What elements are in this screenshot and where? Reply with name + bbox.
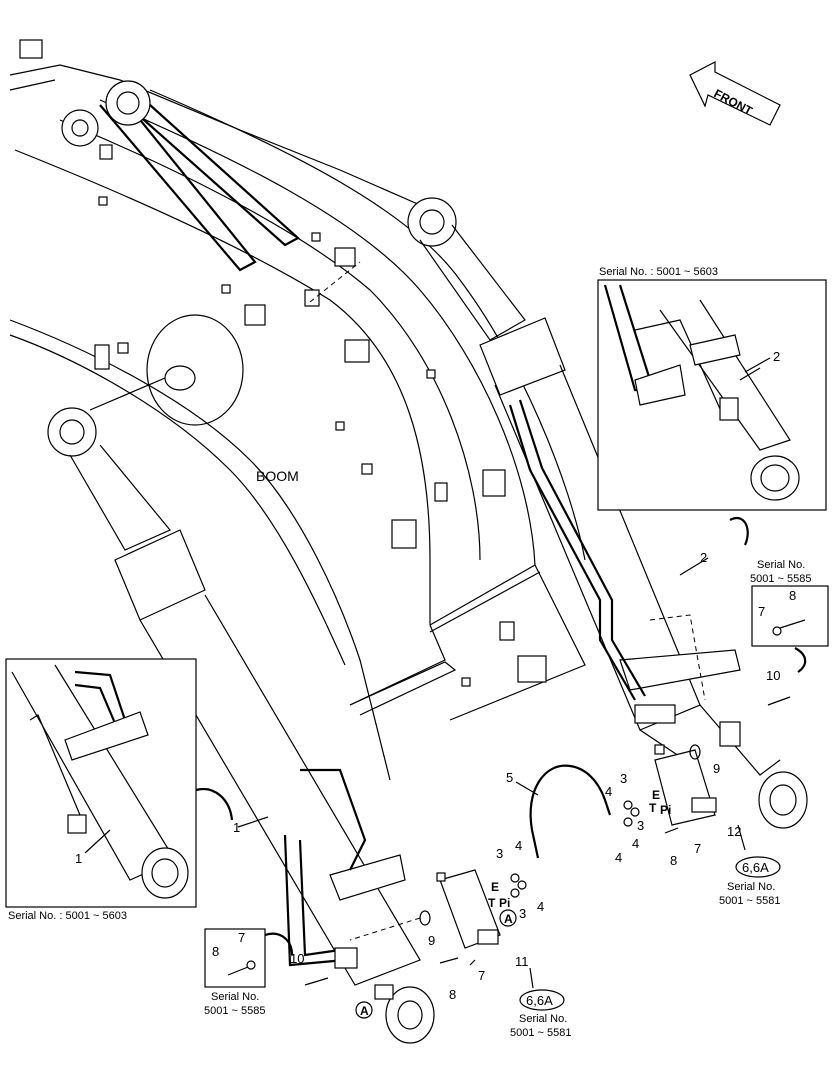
left-valve-assembly: [349, 869, 527, 966]
part-1-inset: 1: [75, 851, 82, 866]
port-e-left: E: [491, 880, 499, 894]
ref-6-6a-right: 6,6A: [742, 860, 769, 875]
bolt-10-left: [304, 977, 329, 986]
part-11: 11: [515, 954, 529, 969]
part-3-left-a: 3: [496, 846, 503, 861]
serial-no-left-bottom: Serial No.: [211, 991, 259, 1003]
serial-range-right-valve: 5001 ~ 5581: [719, 895, 780, 907]
serial-range-right-top: 5001 ~ 5585: [750, 573, 811, 585]
circle-a-cylinder: A: [360, 1004, 369, 1018]
inset-right-serial: Serial No. : 5001 ~ 5603: [599, 266, 718, 278]
serial-range-left-bottom: 5001 ~ 5585: [204, 1005, 265, 1017]
part-7-left-inset: 7: [238, 930, 245, 945]
part-12: 12: [727, 824, 741, 839]
part-2-inset: 2: [773, 349, 780, 364]
inset-left-serial: Serial No. : 5001 ~ 5603: [8, 910, 127, 922]
part-8-left: 8: [449, 987, 456, 1002]
inset-bolt-right: [751, 585, 829, 673]
part-9-left: 9: [428, 933, 435, 948]
part-10-right: 10: [766, 668, 780, 683]
front-arrow-icon: FRONT: [689, 61, 781, 126]
serial-no-right-valve: Serial No.: [727, 881, 775, 893]
hose-5: [529, 764, 612, 859]
circle-a-marker-valve: [499, 909, 517, 927]
part-3-right-top: 3: [620, 771, 627, 786]
part-8-right-inset: 8: [789, 588, 796, 603]
ref-arrow-right: [737, 824, 746, 851]
ref-6-6a-left-oval: [519, 989, 565, 1011]
inset-bolt-left: [204, 928, 294, 988]
inset-right-detail: [597, 279, 827, 546]
callout-leaders: [84, 357, 771, 854]
part-5: 5: [506, 770, 513, 785]
part-8-left-inset: 8: [212, 944, 219, 959]
part-7-right: 7: [694, 841, 701, 856]
port-pi-left: Pi: [499, 896, 510, 910]
ref-6-6a-right-oval: [735, 856, 781, 878]
port-t-left: T: [488, 896, 496, 910]
ref-arrow-left: [529, 967, 534, 989]
part-4-right-b: 4: [615, 850, 622, 865]
port-t-right: T: [649, 801, 657, 815]
part-3-left-b: 3: [519, 906, 526, 921]
inset-left-detail: [5, 658, 234, 908]
left-boom-cylinder: [47, 407, 435, 1044]
serial-range-left-valve: 5001 ~ 5581: [510, 1027, 571, 1039]
circle-a-valve: A: [504, 912, 513, 926]
right-boom-cylinder: [407, 197, 808, 829]
serial-no-left-valve: Serial No.: [519, 1013, 567, 1025]
right-valve-assembly: [623, 744, 717, 834]
part-10-left: 10: [290, 951, 304, 966]
bolt-10-right: [767, 696, 791, 706]
part-1-main: 1: [233, 820, 240, 835]
port-pi-right: Pi: [660, 803, 671, 817]
part-4-left-a: 4: [515, 838, 522, 853]
part-9-right: 9: [713, 761, 720, 776]
part-3-right-b: 3: [637, 818, 644, 833]
circle-a-marker-cylinder: [355, 1001, 373, 1019]
part-8-right: 8: [670, 853, 677, 868]
part-2-main: 2: [700, 550, 707, 565]
boom-label: BOOM: [256, 468, 299, 484]
part-4-right-c: 4: [632, 836, 639, 851]
port-e-right: E: [652, 788, 660, 802]
part-4-left-b: 4: [537, 899, 544, 914]
ref-6-6a-left: 6,6A: [526, 993, 553, 1008]
part-7-right-inset: 7: [758, 604, 765, 619]
serial-no-right-top: Serial No.: [757, 559, 805, 571]
boom-structure: [9, 39, 586, 781]
part-7-left: 7: [478, 968, 485, 983]
part-4-right-a: 4: [605, 784, 612, 799]
